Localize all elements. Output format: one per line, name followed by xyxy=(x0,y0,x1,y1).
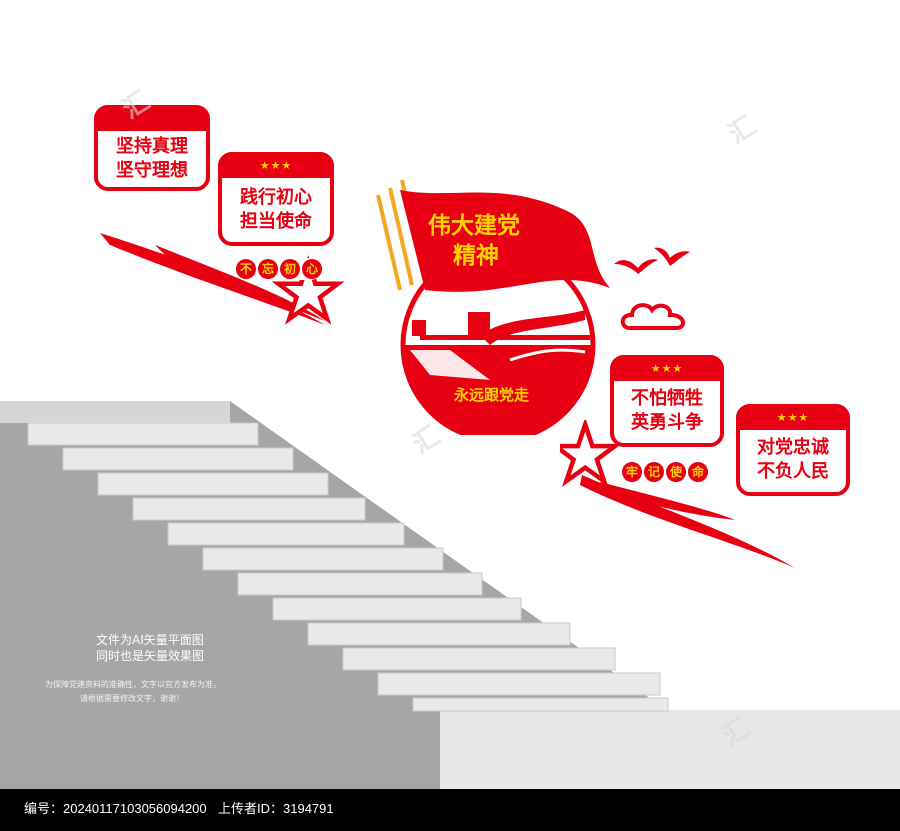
seal-char: 忘 xyxy=(258,259,278,279)
panel-truth: 坚持真理 坚守理想 xyxy=(94,105,210,191)
seal-char: 初 xyxy=(280,259,300,279)
panel-text-line2: 担当使命 xyxy=(240,211,312,232)
seal-remember-mission: 牢 记 使 命 xyxy=(622,461,708,483)
cloud-icon xyxy=(620,303,686,330)
center-title-line1: 伟大建党 xyxy=(428,213,520,239)
left-ribbon xyxy=(100,233,345,325)
panel-text-line1: 坚持真理 xyxy=(116,136,188,157)
stars-icon: ★★★ xyxy=(650,362,684,375)
info-bar: 编号：20240117103056094200 上传者ID：3194791 xyxy=(0,789,900,831)
staircase-illustration xyxy=(0,401,900,789)
panel-header xyxy=(736,404,850,430)
panel-text-line2: 坚守理想 xyxy=(116,160,188,181)
panel-text-line1: 不怕牺牲 xyxy=(631,388,703,409)
center-slogan: 永远跟党走 xyxy=(454,386,530,404)
party-spirit-emblem xyxy=(376,179,610,435)
note-line1: 文件为AI矢量平面图 xyxy=(96,633,204,647)
panel-text-line2: 英勇斗争 xyxy=(631,412,703,433)
note-line2: 同时也是矢量效果图 xyxy=(96,649,205,663)
panel-header xyxy=(218,152,334,178)
panel-text-line2: 不负人民 xyxy=(757,461,829,482)
seal-char: 命 xyxy=(688,462,708,482)
right-ribbon xyxy=(560,420,795,568)
uploader-id-label: 上传者ID：3194791 xyxy=(218,801,334,816)
seal-char: 使 xyxy=(666,462,686,482)
center-title-line2: 精神 xyxy=(453,243,499,269)
birds-icon xyxy=(614,247,690,274)
seal-never-forget: 不 忘 初 心 xyxy=(236,258,322,280)
note-small1: 为保障党建资料的准确性，文字以官方发布为准， xyxy=(45,680,221,689)
panel-text-line1: 对党忠诚 xyxy=(757,437,829,458)
seal-char: 不 xyxy=(236,259,256,279)
panel-text-line1: 践行初心 xyxy=(240,187,312,208)
panel-courage: ★★★ 不怕牺牲 英勇斗争 xyxy=(610,355,724,447)
image-id-label: 编号：20240117103056094200 xyxy=(24,801,207,816)
stars-icon: ★★★ xyxy=(259,159,293,172)
seal-char: 牢 xyxy=(622,462,642,482)
seal-char: 心 xyxy=(302,259,322,279)
seal-char: 记 xyxy=(644,462,664,482)
panel-mission: ★★★ 践行初心 担当使命 xyxy=(218,152,334,246)
watermark-logo: 汇 xyxy=(723,111,762,151)
panel-header xyxy=(94,105,210,131)
panel-loyalty: ★★★ 对党忠诚 不负人民 xyxy=(736,404,850,496)
stars-icon: ★★★ xyxy=(776,411,810,424)
note-small2: 请根据需要修改文字，谢谢！ xyxy=(80,694,184,703)
panel-header xyxy=(610,355,724,381)
